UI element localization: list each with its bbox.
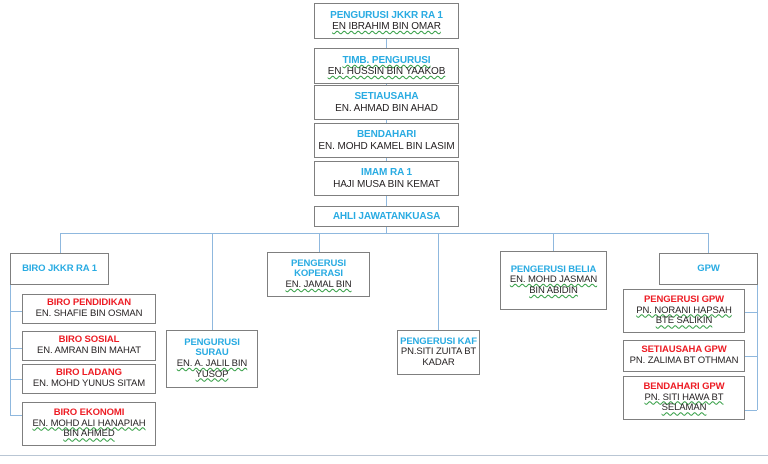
connector-chain-6: [386, 226, 387, 233]
connector-drop-biro: [60, 233, 61, 253]
node-title: AHLI JAWATANKUASA: [332, 210, 441, 222]
node-pengerusi-gpw[interactable]: PENGERUSI GPW PN. NORANI HAPSAH BTE SALI…: [623, 289, 745, 333]
node-title: SETIAUSAHA: [354, 91, 419, 103]
node-biro-ladang[interactable]: BIRO LADANG EN. MOHD YUNUS SITAM: [22, 364, 156, 394]
node-pengerusi-koperasi[interactable]: PENGERUSI KOPERASI EN. JAMAL BIN: [267, 252, 370, 297]
node-name: EN IBRAHIM BIN OMAR: [332, 21, 441, 32]
node-title: BENDAHARI: [356, 129, 417, 141]
node-pengerusi-belia[interactable]: PENGERUSI BELIA EN. MOHD JASMAN BIN ABID…: [500, 251, 607, 310]
connector-gpw-stub-3: [745, 410, 757, 411]
connector-chain-5: [386, 196, 387, 206]
node-name: PN. ZALIMA BT OTHMAN: [629, 355, 739, 366]
node-ahli-jawatankuasa[interactable]: AHLI JAWATANKUASA: [314, 206, 459, 227]
node-title: BIRO LADANG: [56, 367, 122, 379]
connector-bus: [60, 233, 709, 234]
node-title: BIRO SOSIAL: [58, 334, 120, 346]
node-title: PENGERUSI GPW: [644, 294, 724, 306]
node-pengerusi-kaf[interactable]: PENGERUSI KAF PN.SITI ZUITA BT KADAR: [397, 330, 480, 375]
node-name: PN. SITI HAWA BT SELAMAN: [644, 391, 724, 414]
connector-drop-surau: [212, 233, 213, 330]
connector-gpw-stub-1: [745, 312, 757, 313]
connector-chain-1: [386, 38, 387, 48]
node-title: BIRO PENDIDIKAN: [46, 297, 131, 309]
node-pengurusi-surau[interactable]: PENGURUSI SURAU EN. A. JALIL BIN YUSOP: [166, 330, 258, 388]
node-title: PENGERUSI BELIA: [510, 263, 597, 275]
node-bendahari[interactable]: BENDAHARI EN. MOHD KAMEL BIN LASIM: [314, 123, 459, 158]
connector-biro-stub-3: [10, 379, 22, 380]
node-biro-jkkr-header[interactable]: BIRO JKKR RA 1: [10, 253, 109, 285]
node-name: EN. MOHD JASMAN BIN ABIDIN: [509, 274, 598, 296]
node-title: PENGURUSI SURAU: [184, 336, 240, 359]
node-title: BENDAHARI GPW: [643, 381, 725, 393]
connector-drop-kaf: [438, 233, 439, 330]
bottom-divider: [0, 455, 768, 456]
node-name: EN. JAMAL BIN: [285, 278, 352, 290]
node-setiausaha-gpw[interactable]: SETIAUSAHA GPW PN. ZALIMA BT OTHMAN: [623, 340, 745, 372]
node-imam[interactable]: IMAM RA 1 HAJI MUSA BIN KEMAT: [314, 161, 459, 196]
node-title: IMAM RA 1: [361, 167, 412, 179]
node-title: BIRO JKKR RA 1: [22, 262, 97, 274]
node-setiausaha[interactable]: SETIAUSAHA EN. AHMAD BIN AHAD: [314, 85, 459, 120]
node-name: PN. NORANI HAPSAH BTE SALIKIN: [636, 304, 732, 327]
connector-biro-stub-1: [10, 311, 22, 312]
connector-gpw-spine: [757, 285, 758, 410]
node-name: EN. AHMAD BIN AHAD: [335, 102, 438, 114]
connector-drop-koperasi: [319, 233, 320, 252]
node-biro-pendidikan[interactable]: BIRO PENDIDIKAN EN. SHAFIE BIN OSMAN: [22, 294, 156, 324]
connector-biro-stub-4: [10, 415, 22, 416]
node-gpw-header[interactable]: GPW: [659, 253, 758, 285]
connector-drop-belia: [553, 233, 554, 251]
connector-biro-stub-2: [10, 348, 22, 349]
node-title: GPW: [697, 262, 720, 274]
node-name: EN. MOHD ALI HANAPIAH BIN AHMED: [32, 417, 146, 440]
node-title: PENGERUSI KOPERASI: [290, 257, 347, 280]
node-biro-sosial[interactable]: BIRO SOSIAL EN. AMRAN BIN MAHAT: [22, 331, 156, 361]
node-biro-ekonomi[interactable]: BIRO EKONOMI EN. MOHD ALI HANAPIAH BIN A…: [22, 402, 156, 446]
node-title: SETIAUSAHA GPW: [641, 344, 727, 356]
node-name: EN. AMRAN BIN MAHAT: [36, 345, 142, 356]
node-name: EN. MOHD KAMEL BIN LASIM: [318, 140, 455, 152]
node-name: EN. HUSSIN BIN YAAKOB: [327, 66, 446, 77]
node-timb-pengurusi[interactable]: TIMB. PENGURUSI EN. HUSSIN BIN YAAKOB: [314, 48, 459, 84]
node-bendahari-gpw[interactable]: BENDAHARI GPW PN. SITI HAWA BT SELAMAN: [623, 376, 745, 420]
node-title: PENGERUSI KAF: [400, 335, 477, 347]
node-title: BIRO EKONOMI: [53, 407, 125, 419]
node-title: PENGURUSI JKKR RA 1: [330, 9, 443, 21]
node-name: EN. A. JALIL BIN YUSOP: [176, 358, 248, 380]
node-title: TIMB. PENGURUSI: [342, 54, 431, 66]
node-name: EN. MOHD YUNUS SITAM: [32, 378, 146, 389]
connector-drop-gpw: [708, 233, 709, 253]
connector-gpw-stub-2: [745, 356, 757, 357]
connector-biro-spine: [10, 285, 11, 415]
node-name: PN.SITI ZUITA BT KADAR: [400, 346, 477, 368]
node-pengurusi-jkkr[interactable]: PENGURUSI JKKR RA 1 EN IBRAHIM BIN OMAR: [314, 3, 459, 39]
node-name: EN. SHAFIE BIN OSMAN: [35, 308, 143, 319]
node-name: HAJI MUSA BIN KEMAT: [333, 178, 440, 190]
